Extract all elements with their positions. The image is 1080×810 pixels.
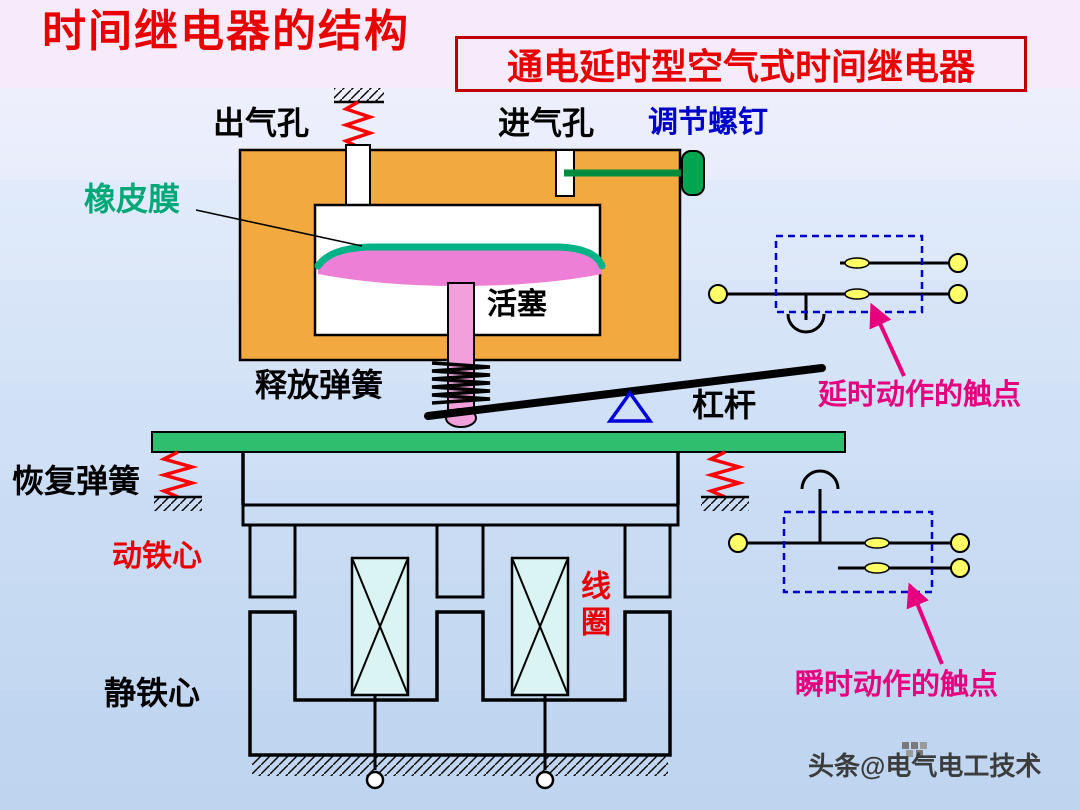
label-piston: 活塞 <box>487 288 547 321</box>
coil-x4 <box>511 557 569 696</box>
delayed-terminal-upper-right <box>948 253 968 273</box>
armature-bar-group <box>151 431 846 511</box>
instant-terminal-left <box>728 533 748 553</box>
moving-core-leg-right <box>623 523 672 599</box>
moving-core-leg-middle <box>435 523 485 599</box>
delayed-actuator-hook <box>786 313 826 334</box>
membrane-body <box>318 249 602 286</box>
delayed-arrow <box>869 302 906 377</box>
label-coil: 线圈 <box>576 570 609 642</box>
label-lever: 杠杆 <box>692 387 757 423</box>
label-adjusting-screw: 调节螺钉 <box>648 106 768 139</box>
label-moving-iron-core: 动铁心 <box>112 540 202 573</box>
pixel-logo-icon <box>902 742 909 749</box>
label-rubber-membrane: 橡皮膜 <box>84 181 181 217</box>
delayed-contacts-group <box>708 234 968 377</box>
electromagnet-group <box>241 452 680 790</box>
delayed-terminal-left <box>708 284 728 304</box>
subtitle-box: 通电延时型空气式时间继电器 <box>455 36 1027 92</box>
membrane-leader-line <box>195 209 363 247</box>
recovery-spring-left <box>157 450 199 499</box>
armature-plate <box>151 431 846 453</box>
fulcrum-triangle <box>606 389 654 423</box>
instant-terminal-lower-right <box>950 558 970 578</box>
coil-terminal-left <box>365 770 385 790</box>
instant-arrow <box>906 582 944 665</box>
label-recovery-spring: 恢复弹簧 <box>12 463 141 499</box>
label-air-outlet: 出气孔 <box>213 105 310 141</box>
right-ground-hatch <box>701 498 749 511</box>
instant-contacts-group <box>728 469 970 665</box>
label-delayed-contacts: 延时动作的触点 <box>818 379 1022 411</box>
bottom-ground-hatch <box>252 756 668 776</box>
label-static-iron-core: 静铁心 <box>104 675 201 711</box>
page-title: 时间继电器的结构 <box>42 7 410 56</box>
air-chamber-group <box>195 88 705 411</box>
actuator-group <box>424 361 826 428</box>
label-release-spring: 释放弹簧 <box>255 367 384 403</box>
instant-contact-pad-upper <box>864 537 890 549</box>
delayed-dashed-box <box>774 234 924 314</box>
coil-x2 <box>351 557 409 696</box>
label-air-inlet: 进气孔 <box>498 105 595 141</box>
static-core <box>248 610 672 757</box>
adjusting-screw-knob <box>681 150 705 196</box>
moving-core-yoke <box>241 503 680 527</box>
membrane-skin <box>314 243 606 270</box>
instant-terminal-upper-right <box>950 533 970 553</box>
left-ground-hatch <box>154 498 202 511</box>
delayed-contact-pad-lower <box>844 288 870 300</box>
instant-dashed-box <box>782 510 934 594</box>
moving-core-leg-left <box>248 523 297 599</box>
instant-contact-pad-lower <box>864 562 890 574</box>
release-spring-coil <box>431 361 491 405</box>
air-outlet-tube <box>345 144 371 209</box>
delayed-contact-pad-upper <box>844 257 870 269</box>
coil-terminal-right <box>535 770 555 790</box>
subtitle-text: 通电延时型空气式时间继电器 <box>506 46 975 87</box>
delayed-terminal-lower-right <box>948 284 968 304</box>
outlet-spring <box>340 100 376 149</box>
top-anchor-hatch <box>334 88 384 102</box>
label-instant-contacts: 瞬时动作的触点 <box>795 669 999 701</box>
instant-actuator-hook <box>800 469 840 490</box>
watermark-text: 头条@电气电工技术 <box>808 751 1042 781</box>
recovery-spring-right <box>704 450 746 499</box>
lever-bar <box>424 364 826 420</box>
